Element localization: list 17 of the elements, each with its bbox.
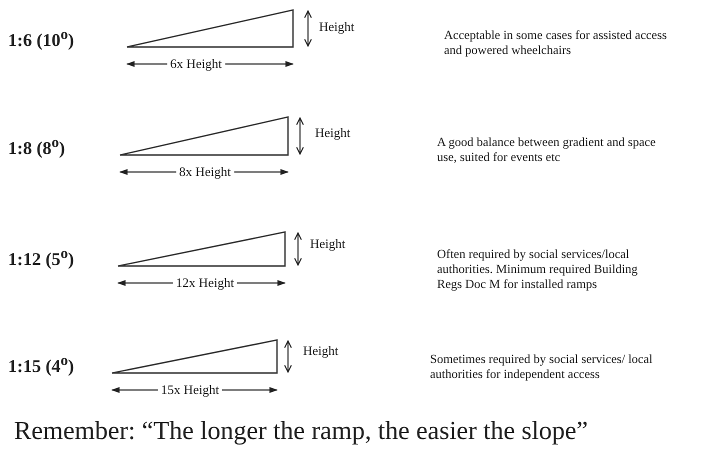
description: A good balance between gradient and space use, suited for events etc xyxy=(437,135,657,165)
gradient-ratio: 1:6 (10$^{o}$) xyxy=(8,27,74,51)
caption: Remember: “The longer the ramp, the easier the slope” xyxy=(14,416,588,446)
description: Acceptable in some cases for assisted access and powered wheelchairs xyxy=(444,28,668,58)
height-label: Height xyxy=(319,19,354,35)
gradient-ratio: 1:15 (4$^{o}$) xyxy=(8,353,74,377)
gradient-ratio: 1:8 (8$^{o}$) xyxy=(8,135,65,159)
height-label: Height xyxy=(310,236,346,252)
length-label: 6x Height xyxy=(167,56,225,72)
gradient-ratio: 1:12 (5$^{o}$) xyxy=(8,246,74,270)
description: Often required by social services/local authorities. Minimum required Building Regs Doc M for installed ramps xyxy=(437,247,639,292)
length-label: 15x Height xyxy=(158,382,222,398)
description: Sometimes required by social services/ local authorities for independent access xyxy=(430,352,654,382)
length-label: 12x Height xyxy=(172,275,238,291)
length-label: 8x Height xyxy=(176,164,234,180)
height-label: Height xyxy=(315,125,350,141)
height-label: Height xyxy=(303,343,338,359)
